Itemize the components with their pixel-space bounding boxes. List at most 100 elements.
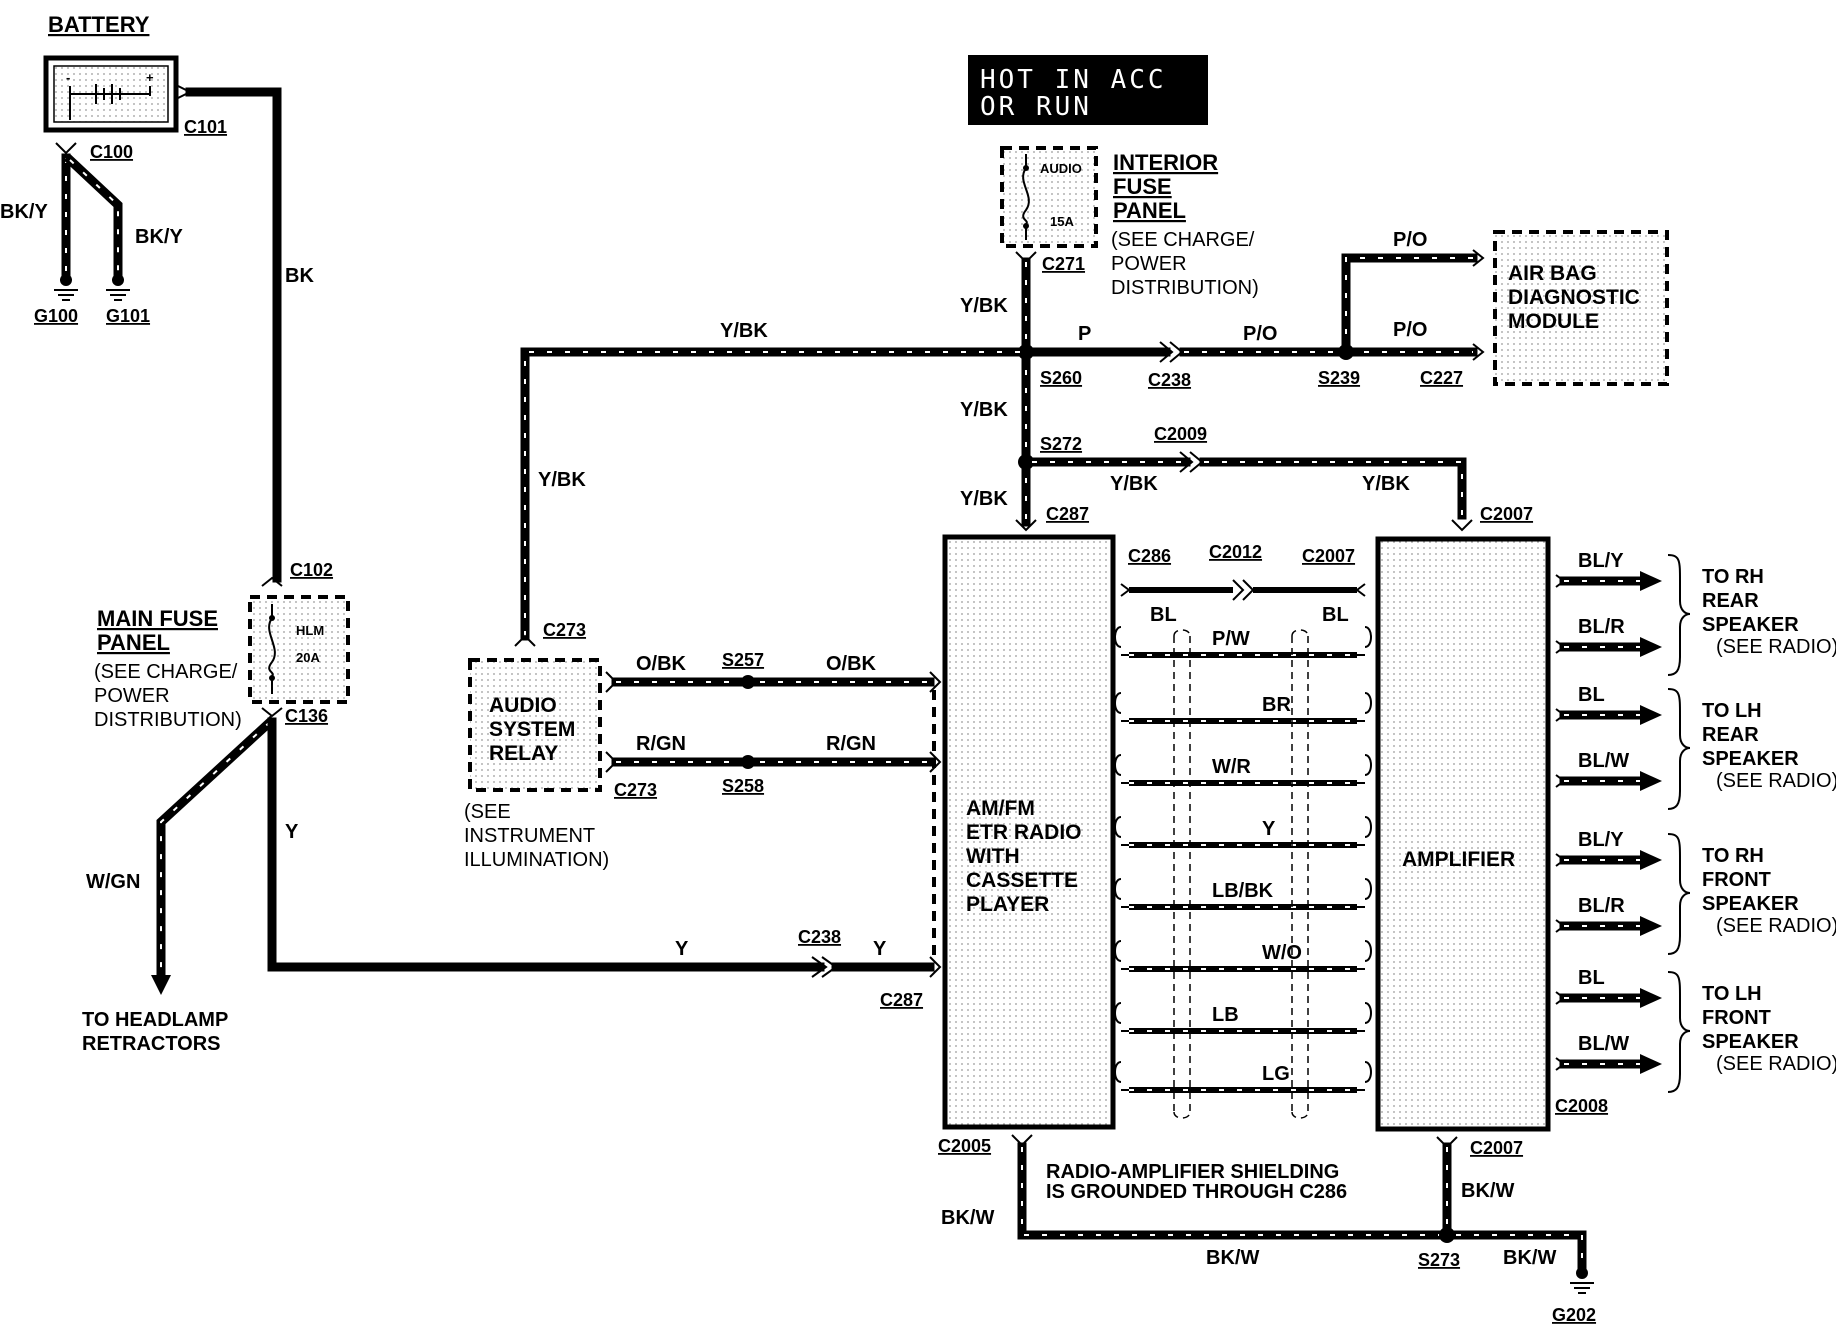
wire-label-y-left: Y (285, 821, 299, 843)
speaker-label: SPEAKER (1702, 614, 1799, 636)
label-main-fuse-panel-fuse-name: HLM (296, 623, 324, 638)
connector-c271: C271 (1042, 254, 1085, 274)
label-shielding-wire-left: BK/W (941, 1207, 994, 1229)
splice-s239 (1338, 344, 1354, 360)
connector-c273-top: C273 (543, 620, 586, 640)
label-relay-line2: SYSTEM (489, 718, 575, 741)
splice-label-s273: S273 (1418, 1250, 1460, 1270)
connector-c2005: C2005 (938, 1136, 991, 1156)
connector-c102: C102 (290, 560, 333, 580)
label-relay-note-line1: (SEE (464, 801, 511, 823)
arrow-right-icon (1640, 1054, 1662, 1074)
wire-y (267, 717, 825, 972)
speaker-bracket (1667, 688, 1691, 810)
speaker-bracket (1667, 833, 1691, 955)
battery-icon (69, 84, 151, 120)
airbag-diagnostic-module: AIR BAG DIAGNOSTIC MODULE (1493, 230, 1669, 386)
label-interior-fuse-panel-note-line3: DISTRIBUTION) (1111, 277, 1259, 299)
bus-wire-label: W/R (1212, 756, 1251, 778)
speaker-wire-label: BL (1578, 967, 1605, 989)
label-interior-fuse-panel-title-line3: PANEL (1113, 198, 1186, 223)
label-relay-line3: RELAY (489, 742, 558, 765)
label-main-fuse-panel-title-line2: PANEL (97, 630, 170, 655)
speaker-label: SPEAKER (1702, 748, 1799, 770)
label-relay-wire-r-gn-right: R/GN (826, 733, 876, 755)
label-main-fuse-panel-note-line1: (SEE CHARGE/ (94, 661, 238, 683)
speaker-label: REAR (1702, 590, 1759, 612)
connector-c2008: C2008 (1555, 1096, 1608, 1116)
label-headlamp-label-line2: RETRACTORS (82, 1033, 221, 1055)
connector-c273-bottom: C273 (614, 780, 657, 800)
bus-wire-label: BR (1262, 694, 1291, 716)
label-airbag-module-line2: DIAGNOSTIC (1508, 286, 1640, 309)
connector-c2009: C2009 (1154, 424, 1207, 444)
wire-label-bky-left: BK/Y (0, 201, 48, 223)
speaker-wire-label: BL/W (1578, 1033, 1629, 1055)
label-interior-fuse-panel-note-line1: (SEE CHARGE/ (1111, 229, 1255, 251)
bus-wire-label: LB/BK (1212, 880, 1274, 902)
speaker-label: TO LH (1702, 983, 1762, 1005)
label-feed-wire-low: Y/BK (960, 488, 1008, 510)
label-interior-fuse-panel-fuse-name: AUDIO (1040, 161, 1082, 176)
label-interior-fuse-panel-fuse-rating: 15A (1050, 214, 1074, 229)
wire-label-wgn: W/GN (86, 871, 140, 893)
connector-c101: C101 (184, 117, 227, 137)
bus-wire-bend (1114, 878, 1372, 900)
label-header-hot-label-line2: OR RUN (980, 92, 1092, 122)
splice-label-s258: S258 (722, 776, 764, 796)
label-relay-wire-r-gn-left: R/GN (636, 733, 686, 755)
speaker-label: SPEAKER (1702, 1031, 1799, 1053)
wire-label-y-bottom: Y (675, 938, 689, 960)
audio-system-relay: AUDIO SYSTEM RELAY (468, 658, 602, 792)
connector-c136: C136 (285, 706, 328, 726)
svg-text:+: + (146, 70, 154, 85)
radio-unit: AM/FM ETR RADIO WITH CASSETTE PLAYER (942, 534, 1116, 1130)
connector-c227: C227 (1420, 368, 1463, 388)
fuse-icon-hlm (268, 604, 276, 694)
amplifier-unit: AMPLIFIER (1375, 536, 1551, 1132)
ground-icon-g100 (54, 274, 78, 301)
label-relay-note-line3: ILLUMINATION) (464, 849, 609, 871)
connector-c287-y: C287 (880, 990, 923, 1010)
fuse-icon-audio (1022, 154, 1030, 240)
connector-c286: C286 (1128, 546, 1171, 566)
splice-label-s239: S239 (1318, 368, 1360, 388)
label-airbag-wire-p: P (1078, 323, 1091, 345)
bus-wire-bend (1114, 816, 1372, 838)
splice-s258 (741, 755, 755, 769)
speaker-label: REAR (1702, 724, 1759, 746)
label-interior-fuse-panel-title-line2: FUSE (1113, 174, 1172, 199)
bus-wire-label: LB (1212, 1004, 1239, 1026)
label-relay-wire-o-bk-right: O/BK (826, 653, 877, 675)
interior-fuse-panel-title: INTERIOR (1113, 150, 1218, 175)
splice-label-s260: S260 (1040, 368, 1082, 388)
main-fuse-panel: HLM 20A (248, 595, 350, 704)
arrow-right-icon (1640, 850, 1662, 870)
arrow-right-icon (1640, 771, 1662, 791)
label-radio-line1: AM/FM (966, 797, 1035, 820)
speaker-label: TO RH (1702, 566, 1764, 588)
arrow-right-icon (1640, 571, 1662, 591)
label-shielding-wire-right: BK/W (1503, 1247, 1556, 1269)
arrow-right-icon (1640, 705, 1662, 725)
main-fuse-panel-title: MAIN FUSE (97, 606, 218, 631)
connector-c2007-ground: C2007 (1470, 1138, 1523, 1158)
label-radio-line5: PLAYER (966, 893, 1049, 916)
speaker-note: (SEE RADIO) (1716, 770, 1836, 792)
bus-wire-bend (1114, 754, 1372, 776)
speaker-wire-label: BL (1578, 684, 1605, 706)
connector-c100: C100 (90, 142, 133, 162)
wire-label-y-end: Y (873, 938, 887, 960)
label-airbag-module-line3: MODULE (1508, 310, 1599, 333)
bus-wire-bend (1114, 692, 1372, 714)
wire-label-bk: BK (285, 265, 314, 287)
label-amp-feed-wire-b: Y/BK (1362, 473, 1410, 495)
speaker-label: TO RH (1702, 845, 1764, 867)
label-amp-feed-wire-a: Y/BK (1110, 473, 1158, 495)
label-radio-line4: CASSETTE (966, 869, 1078, 892)
wire-bky-right (63, 153, 123, 277)
label-interconnect-wire-bl-left: BL (1150, 604, 1177, 626)
connector-c287-feed: C287 (1046, 504, 1089, 524)
label-interior-fuse-panel-note-line2: POWER (1111, 253, 1187, 275)
